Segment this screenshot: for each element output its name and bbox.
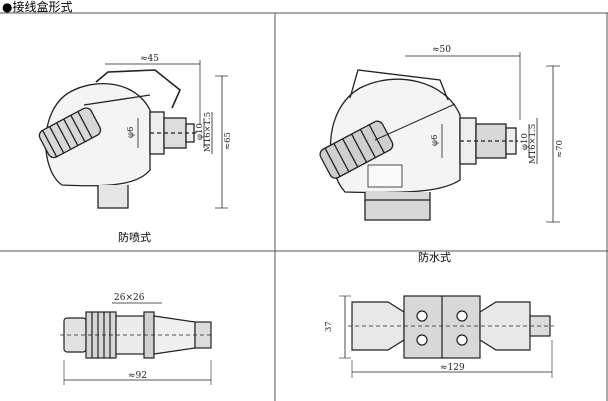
waterproof-head-drawing [319, 52, 560, 223]
page-title: ●接线盒形式 [2, 0, 73, 14]
height-dim-label: ≈70 [555, 140, 565, 158]
thread-dim-label: M16×1.5 [528, 124, 538, 164]
waterproof-caption: 防水式 [418, 251, 451, 264]
mid-diameter-label: φ10 [520, 133, 530, 150]
length-dim-label: ≈129 [440, 363, 465, 373]
mid-diameter-label: φ10 [195, 123, 205, 140]
spray-proof-caption: 防喷式 [118, 231, 151, 244]
height-dim-label: ≈65 [223, 132, 233, 150]
aviation-plug-drawing [60, 302, 214, 385]
terminal-block-drawing [339, 295, 554, 378]
width-dim-label: ≈50 [432, 45, 451, 55]
inner-diameter-label: φ6 [126, 127, 136, 138]
hex-size-label: 26×26 [114, 293, 145, 303]
length-dim-label: ≈92 [128, 371, 147, 381]
thread-dim-label: M16×1.5 [203, 112, 213, 152]
width-dim-label: ≈45 [140, 54, 159, 64]
inner-diameter-label: φ6 [430, 135, 440, 146]
spray-proof-head-drawing [38, 60, 228, 209]
height-dim-label: 37 [324, 321, 334, 332]
panel-frame [0, 12, 608, 401]
